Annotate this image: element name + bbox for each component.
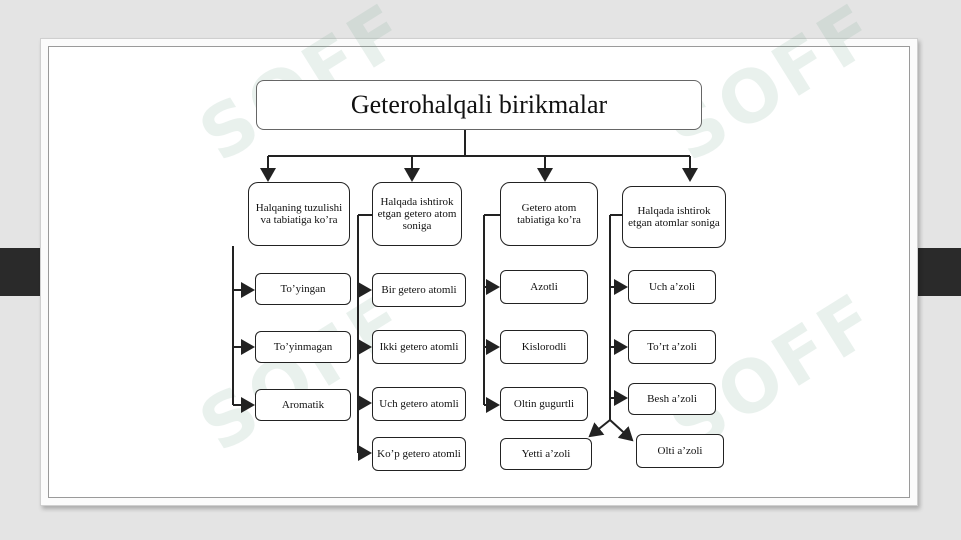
leaf-three-membered: Uch a’zoli bbox=[628, 270, 716, 304]
leaf-two-hetero-atom: Ikki getero atomli bbox=[372, 330, 466, 364]
leaf-nitrogen: Azotli bbox=[500, 270, 588, 304]
leaf-sulfur: Oltin gugurtli bbox=[500, 387, 588, 421]
leaf-one-hetero-atom: Bir getero atomli bbox=[372, 273, 466, 307]
leaf-unsaturated: To’yinmagan bbox=[255, 331, 351, 363]
leaf-saturated: To’yingan bbox=[255, 273, 351, 305]
leaf-aromatic: Aromatik bbox=[255, 389, 351, 421]
category-ring-structure: Halqaning tuzulishi va tabiatiga ko’ra bbox=[248, 182, 350, 246]
category-hetero-atom-count: Halqada ishtirok etgan getero atom sonig… bbox=[372, 182, 462, 246]
leaf-six-membered: Olti a’zoli bbox=[636, 434, 724, 468]
leaf-oxygen: Kislorodli bbox=[500, 330, 588, 364]
leaf-many-hetero-atom: Ko’p getero atomli bbox=[372, 437, 466, 471]
category-hetero-atom-nature: Getero atom tabiatiga ko’ra bbox=[500, 182, 598, 246]
leaf-seven-membered: Yetti a’zoli bbox=[500, 438, 592, 470]
category-ring-atom-count: Halqada ishtirok etgan atomlar soniga bbox=[622, 186, 726, 248]
leaf-four-membered: To’rt a’zoli bbox=[628, 330, 716, 364]
diagram-title: Geterohalqali birikmalar bbox=[256, 80, 702, 130]
leaf-three-hetero-atom: Uch getero atomli bbox=[372, 387, 466, 421]
leaf-five-membered: Besh a’zoli bbox=[628, 383, 716, 415]
